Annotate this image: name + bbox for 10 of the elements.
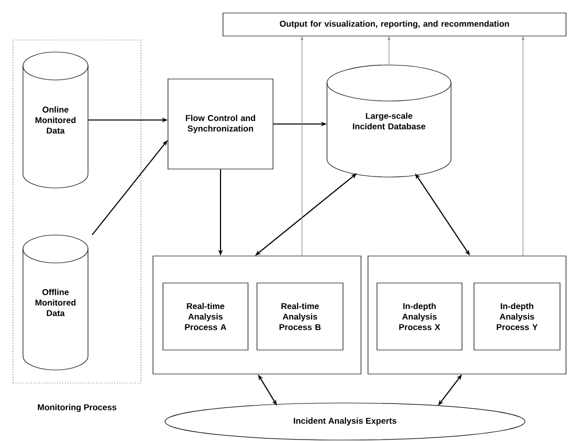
node-label: Monitoring Process [38,404,116,412]
process-box: In-depth Analysis Process X [376,282,462,350]
process-box: In-depth Analysis Process Y [474,282,560,350]
database-cylinder: Large-scale Incident Database [326,64,452,178]
process-box: Flow Control and Synchronization [168,78,274,170]
output-box: Output for visualization, reporting, and recommendation [222,12,566,36]
data-cylinder: Offline Monitored Data [22,234,88,370]
process-box: Real-time Analysis Process B [256,282,344,350]
process-box: Real-time Analysis Process A [162,282,248,350]
data-cylinder: Online Monitored Data [22,52,88,188]
